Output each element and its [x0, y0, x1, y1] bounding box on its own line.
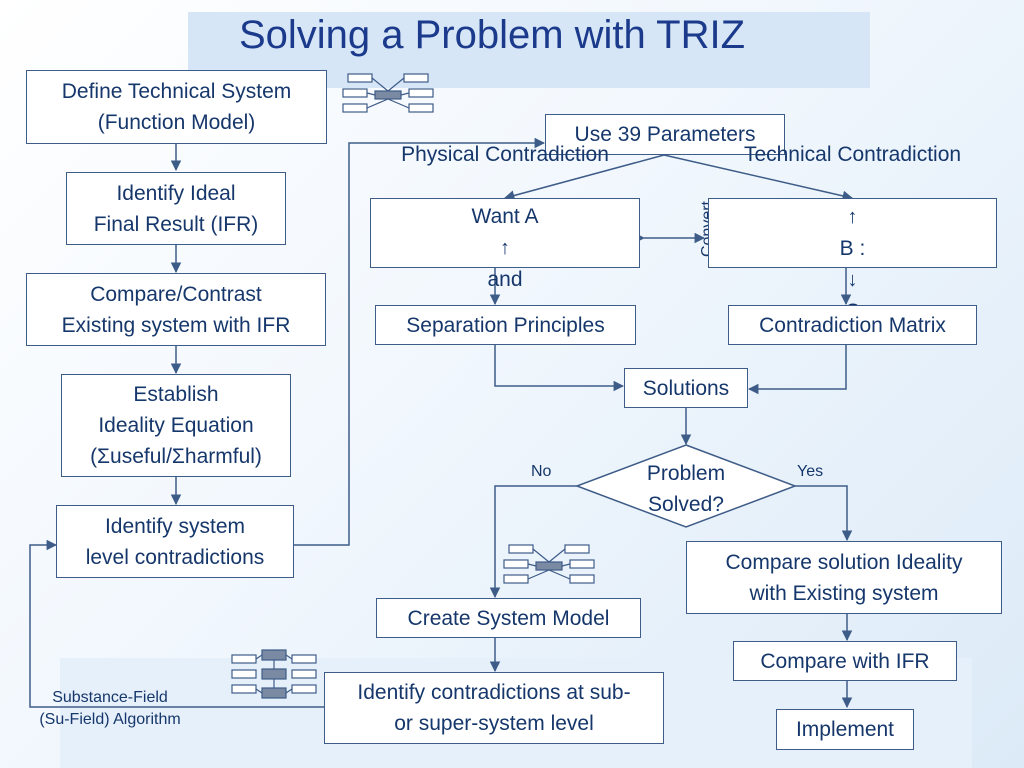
- and-text: and: [487, 268, 523, 291]
- arrow-separation-to-solutions: [494, 345, 625, 392]
- arrow-matrix-to-solutions: [747, 345, 847, 395]
- physical-contradiction-title: Physical Contradiction: [401, 143, 609, 166]
- identify-sub-super-box: Identify contradictions at sub- or super…: [324, 672, 664, 744]
- solutions-box: Solutions: [624, 368, 748, 408]
- physical-contradiction-box: Physical Contradiction Want A ↑ and ↓: [370, 143, 640, 322]
- compare-solution-ideality-box: Compare solution Ideality with Existing …: [686, 541, 1002, 614]
- compare-contrast-box: Compare/Contrast Existing system with IF…: [26, 273, 326, 346]
- technical-contradiction-title: Technical Contradiction: [743, 143, 962, 166]
- arrow-yes-to-compare-solution: [795, 485, 853, 542]
- separation-principles-box: Separation Principles: [375, 305, 636, 345]
- no-label: No: [531, 463, 552, 480]
- technical-contradiction-box: Technical Contradiction ↑ B : ↓ C: [708, 143, 997, 323]
- compare-with-ifr-box: Compare with IFR: [733, 641, 957, 681]
- ideality-equation-box: Establish Ideality Equation (Σuseful/Σha…: [61, 374, 291, 477]
- page-title: Solving a Problem with TRIZ: [238, 13, 746, 57]
- system-contradictions-box: Identify system level contradictions: [56, 505, 294, 578]
- create-system-model-box: Create System Model: [376, 598, 641, 638]
- arrow-use39-to-technical: [663, 154, 854, 202]
- technical-contradiction-detail: ↑ B : ↓ C: [840, 170, 866, 327]
- want-a-text: Want A: [471, 205, 539, 228]
- arrow-down-icon: ↓: [847, 269, 858, 291]
- b-text: B :: [839, 237, 866, 260]
- physical-contradiction-detail: Want A ↑ and ↓: [472, 170, 539, 327]
- su-field-label: Substance-Field (Su-Field) Algorithm: [39, 689, 181, 728]
- implement-box: Implement: [776, 709, 914, 750]
- problem-solved-text: Problem Solved?: [646, 462, 726, 516]
- function-model-icon: [342, 73, 434, 113]
- su-field-model-icon: [231, 649, 317, 699]
- function-model-icon: [503, 544, 595, 584]
- decision-diamond: [574, 444, 798, 528]
- arrow-no-to-create-model: [489, 485, 577, 599]
- use-39-parameters-box: Use 39 Parameters: [545, 114, 785, 155]
- define-technical-system-box: Define Technical System (Function Model): [26, 70, 327, 144]
- contradiction-matrix-box: Contradiction Matrix: [728, 305, 977, 345]
- yes-label: Yes: [797, 463, 824, 480]
- arrow-feedback-loop: [29, 539, 324, 708]
- identify-ifr-box: Identify Ideal Final Result (IFR): [66, 172, 286, 245]
- arrow-use39-to-physical: [503, 154, 665, 201]
- arrow-up-icon: ↑: [847, 206, 858, 228]
- arrow-system-to-use39: [294, 137, 546, 546]
- arrow-up-icon: ↑: [499, 237, 510, 259]
